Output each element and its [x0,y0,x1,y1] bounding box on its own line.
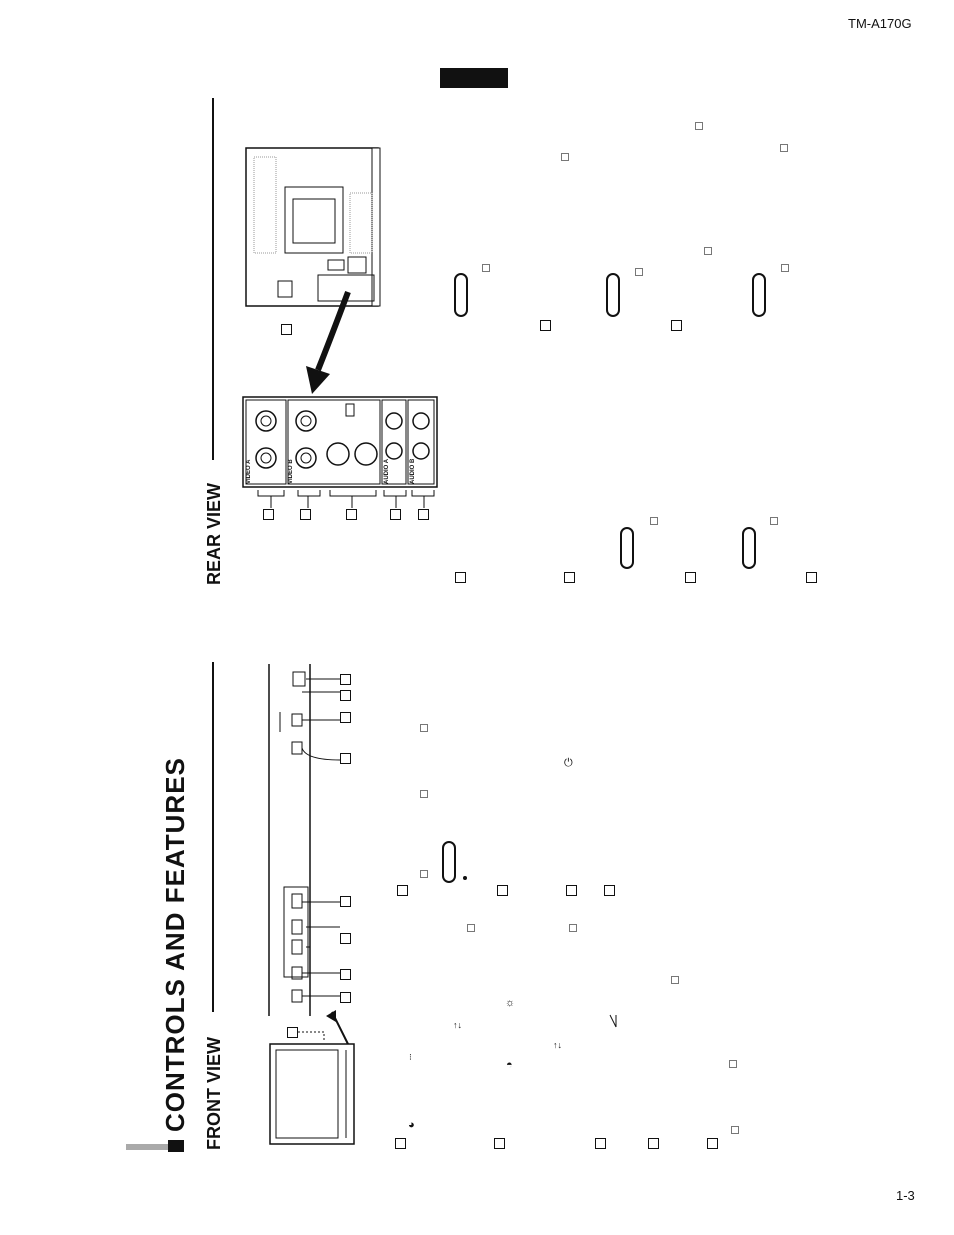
ref-marker [729,1060,737,1068]
sharpness-icon [609,1014,617,1028]
color-icon: ⁝ [409,1052,412,1062]
callout-box [685,572,696,583]
callout-box [671,320,682,331]
callout-box [340,674,351,685]
ref-marker [635,268,643,276]
rear-view-rule [212,98,214,460]
switch-illustration [620,527,634,569]
arrow-icon [306,290,351,394]
callout-box [281,324,292,335]
front-panel-illustration [268,664,341,1016]
callout-box [604,885,615,896]
callout-box [564,572,575,583]
callout-box [340,690,351,701]
callout-box [340,933,351,944]
ref-marker [770,517,778,525]
video-a-label: VIDEO A [246,459,252,484]
rear-connector-panel [242,396,438,488]
callout-box [397,885,408,896]
rear-view-title: REAR VIEW [204,482,224,585]
callout-box [346,509,357,520]
ref-marker [780,144,788,152]
ref-marker [704,247,712,255]
video-b-label: VIDEO B [288,459,294,484]
ref-marker [731,1126,739,1134]
switch-illustration [454,273,468,317]
main-title: CONTROLS AND FEATURES [160,757,190,1132]
callout-box [340,896,351,907]
callout-box [390,509,401,520]
callout-box [497,885,508,896]
ref-marker [569,924,577,932]
ref-marker [650,517,658,525]
switch-illustration [742,527,756,569]
title-bar-black [168,1140,184,1152]
title-bar-gray [126,1144,168,1150]
callout-box [806,572,817,583]
callout-box [540,320,551,331]
front-view-rule [212,662,214,1012]
callout-box [566,885,577,896]
page-number: 1-3 [896,1188,915,1203]
callout-box [648,1138,659,1149]
ref-marker [695,122,703,130]
updown-icon: ↑↓ [453,1020,462,1030]
callout-box [418,509,429,520]
ref-marker [482,264,490,272]
tint-icon: ◕ [408,1119,415,1131]
ref-marker [467,924,475,932]
callout-box [395,1138,406,1149]
callout-box [287,1027,298,1038]
switch-illustration [442,841,456,883]
switch-illustration [752,273,766,317]
contrast-icon: ◓ [506,1059,513,1071]
brightness-icon: ☼ [505,997,516,1009]
callout-box [300,509,311,520]
panel-brackets [257,490,435,508]
ref-marker [420,870,428,878]
audio-a-label: AUDIO A [384,458,390,484]
callout-box [494,1138,505,1149]
callout-box [340,992,351,1003]
switch-illustration [606,273,620,317]
callout-box [340,712,351,723]
ref-marker [561,153,569,161]
callout-box [455,572,466,583]
section-tab [440,68,508,88]
audio-b-label: AUDIO B [410,458,416,484]
callout-box [340,969,351,980]
ref-marker [420,790,428,798]
front-monitor-illustration [269,1010,355,1145]
callout-box [595,1138,606,1149]
front-view-title: FRONT VIEW [204,1037,224,1150]
ref-marker [781,264,789,272]
model-number: TM-A170G [848,16,912,31]
indicator-dot [463,876,467,880]
updown-icon: ↑↓ [553,1040,562,1050]
power-icon: ⏻ [564,757,573,769]
rear-monitor-illustration [245,147,381,307]
callout-box [340,753,351,764]
ref-marker [420,724,428,732]
callout-box [263,509,274,520]
callout-box [707,1138,718,1149]
ref-marker [671,976,679,984]
